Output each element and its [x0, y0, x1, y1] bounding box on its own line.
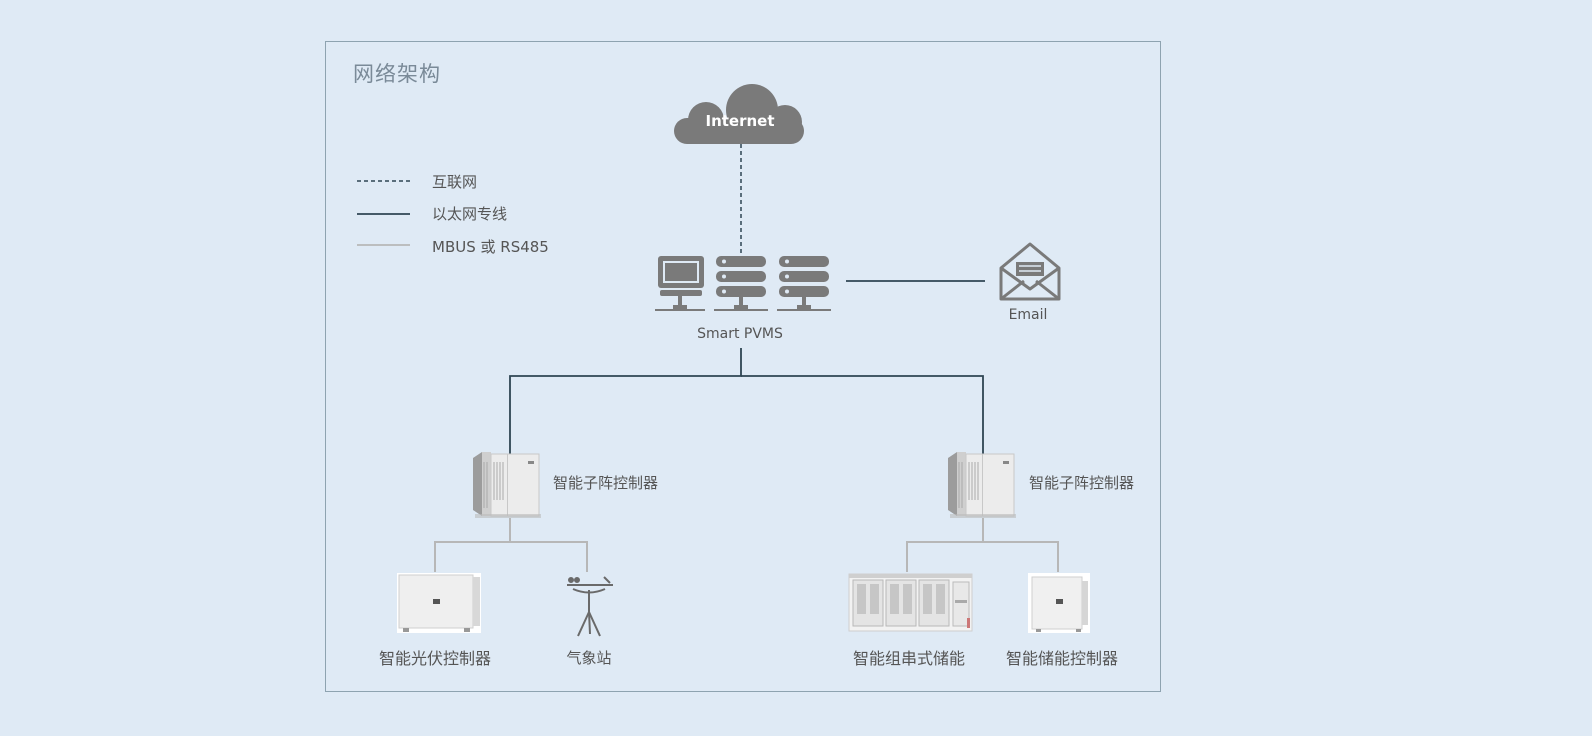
weather-station-icon	[567, 576, 613, 637]
storage-controller-label: 智能储能控制器	[1005, 649, 1119, 668]
legend-label-internet: 互联网	[432, 173, 478, 191]
monitor-icon	[655, 256, 705, 311]
internet-label: Internet	[705, 112, 775, 130]
pv-inverter-icon	[397, 573, 481, 633]
server-icon	[777, 256, 831, 311]
pvms-label: Smart PVMS	[697, 326, 783, 342]
pv-controller-label: 智能光伏控制器	[378, 649, 492, 668]
controller-left-bus	[434, 518, 511, 572]
smart-array-controller-icon	[948, 452, 1016, 518]
diagram-title: 网络架构	[353, 62, 441, 86]
storage-controller-icon	[1028, 573, 1090, 633]
email-icon	[999, 242, 1061, 301]
legend-label-mbus: MBUS 或 RS485	[432, 238, 549, 256]
email-label: Email	[1008, 307, 1048, 323]
controller-right-bus	[906, 518, 984, 572]
smart-array-controller-icon	[473, 452, 541, 518]
controller-right-bus-storage	[983, 541, 1059, 572]
legend-label-ethernet: 以太网专线	[432, 205, 508, 223]
controller-left-label: 智能子阵控制器	[553, 474, 659, 492]
pvms-to-controllers-link	[509, 348, 742, 456]
energy-storage-cabinet-icon	[848, 573, 973, 632]
cloud-icon	[674, 84, 804, 144]
weather-station-label: 气象站	[566, 649, 612, 667]
pvms-to-controller-right-link	[741, 375, 984, 456]
string-storage-label: 智能组串式储能	[852, 649, 966, 668]
controller-right-label: 智能子阵控制器	[1029, 474, 1135, 492]
diagram-frame	[325, 41, 1161, 692]
server-icon	[714, 256, 768, 311]
controller-left-bus-weather	[510, 541, 588, 572]
